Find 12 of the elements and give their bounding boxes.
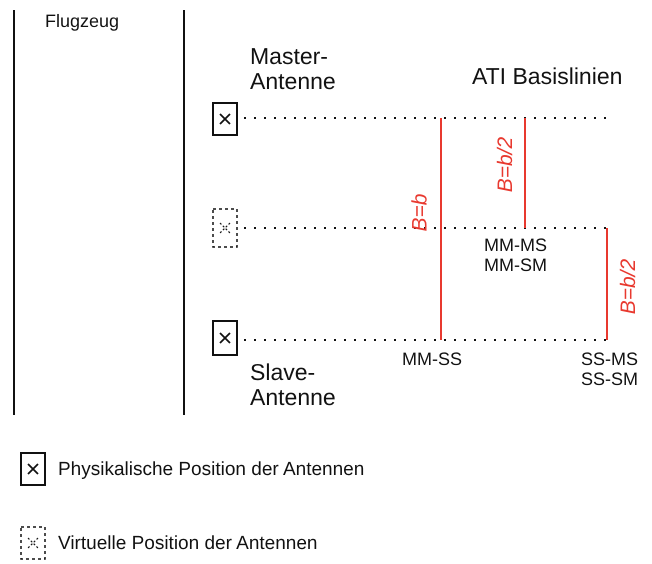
baseline-label: B=b/2 [616,258,640,314]
antenna-label: Master-Antenne [250,44,337,95]
legend-text: Virtuelle Position der Antennen [58,534,318,555]
legend-text: Physikalische Position der Antennen [58,460,364,481]
baseline-label: B=b/2 [494,136,517,192]
heading-text: ATI Basislinien [472,64,622,90]
pair-label: MM-MS MM-SM [484,236,548,276]
antenna-label: Slave-Antenne [250,360,337,411]
baseline-label: B=b [408,193,432,232]
section-title: Flugzeug [45,12,120,32]
pair-label: MM-SS [402,350,462,370]
pair-label: SS-MS SS-SM [581,350,640,390]
